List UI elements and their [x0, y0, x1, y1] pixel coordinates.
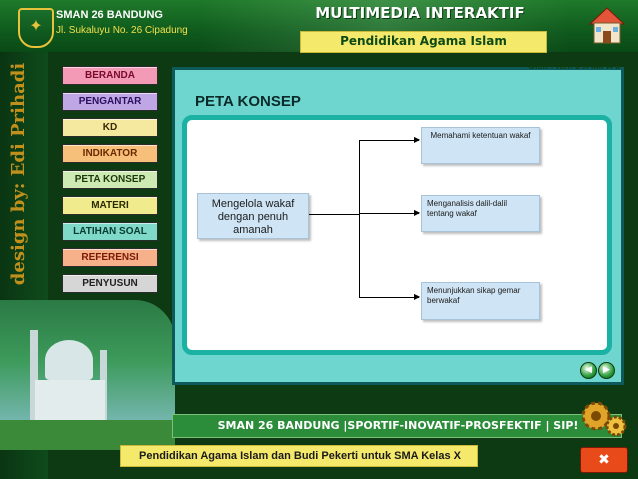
course-bar: Pendidikan Agama Islam dan Budi Pekerti … — [120, 445, 478, 467]
course-title: Pendidikan Agama Islam dan Budi Pekerti … — [139, 450, 461, 462]
main-concept-node: Mengelola wakaf dengan penuh amanah — [197, 193, 309, 239]
house-icon[interactable] — [588, 6, 626, 46]
mosque-dome — [45, 340, 93, 380]
school-logo: ✦ — [18, 8, 54, 48]
school-name: SMAN 26 BANDUNG — [56, 9, 163, 21]
school-address: Jl. Sukaluyu No. 26 Cipadung — [56, 25, 188, 36]
arrow-head-icon: ▶ — [414, 292, 421, 301]
menu-item-latihan-soal[interactable]: LATIHAN SOAL — [62, 222, 158, 241]
prev-button[interactable]: ◀ — [580, 362, 597, 379]
gears-icon — [581, 401, 627, 437]
concept-node: Menunjukkan sikap gemar berwakaf — [421, 282, 540, 320]
connector-line — [359, 140, 419, 141]
mosque-illustration — [0, 300, 175, 450]
menu-item-pengantar[interactable]: PENGANTAR — [62, 92, 158, 111]
minaret — [30, 330, 38, 440]
motto-text: SMAN 26 BANDUNG |SPORTIF-INOVATIF-PROSFE… — [217, 419, 579, 432]
motto-bar: SMAN 26 BANDUNG |SPORTIF-INOVATIF-PROSFE… — [172, 414, 622, 438]
designer-credit: design by: Edi Prihadi — [8, 62, 29, 286]
menu-item-referensi[interactable]: REFERENSI — [62, 248, 158, 267]
author-credit: Oleh : Kel. 3 X MIPA 6 — [527, 61, 620, 71]
menu-item-penyusun[interactable]: PENYUSUN — [62, 274, 158, 293]
next-button[interactable]: ▶ — [598, 362, 615, 379]
connector-line — [309, 214, 359, 215]
concept-node: Memahami ketentuan wakaf — [421, 127, 540, 164]
subtitle-bar: Pendidikan Agama Islam — [300, 31, 547, 53]
connector-line — [359, 213, 419, 214]
logo-emblem-icon: ✦ — [29, 16, 43, 35]
arrow-head-icon: ▶ — [414, 135, 421, 144]
page-title: PETA KONSEP — [195, 93, 301, 110]
menu-item-kd[interactable]: KD — [62, 118, 158, 137]
arrow-head-icon: ▶ — [414, 208, 421, 217]
app-title: MULTIMEDIA INTERAKTIF — [315, 4, 525, 22]
menu-item-beranda[interactable]: BERANDA — [62, 66, 158, 85]
menu-item-materi[interactable]: MATERI — [62, 196, 158, 215]
concept-node: Menganalisis dalil-dalil tentang wakaf — [421, 195, 540, 232]
menu-item-indikator[interactable]: INDIKATOR — [62, 144, 158, 163]
exit-button[interactable]: ✖ — [580, 447, 628, 473]
subtitle: Pendidikan Agama Islam — [340, 34, 507, 48]
connector-line — [359, 140, 360, 298]
menu-item-peta-konsep[interactable]: PETA KONSEP — [62, 170, 158, 189]
connector-line — [359, 297, 419, 298]
